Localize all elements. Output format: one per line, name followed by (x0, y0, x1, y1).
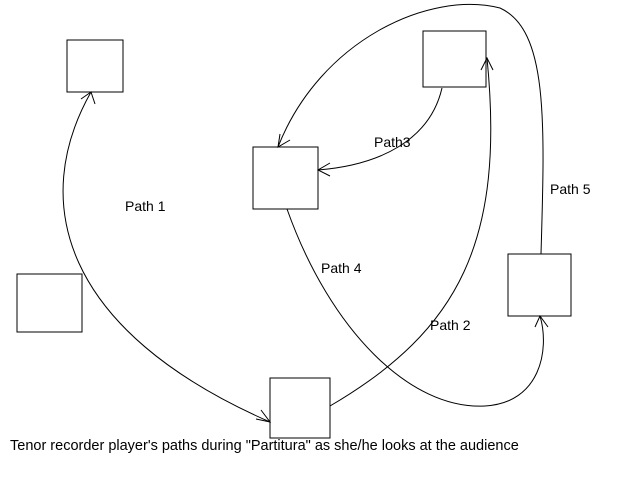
path-1-start-arrowhead (80, 91, 96, 105)
position-box-left (16, 273, 83, 333)
position-box-top-left (66, 39, 124, 93)
path-2-line (329, 57, 492, 407)
diagram-caption: Tenor recorder player's paths during "Pa… (10, 438, 519, 454)
path-5-label: Path 5 (550, 181, 591, 197)
path-2-arrowhead (480, 56, 494, 71)
path-1-line (62, 91, 271, 423)
path-3-arrowhead (316, 162, 331, 177)
position-box-center (252, 146, 319, 210)
path-5-arrowhead (277, 133, 291, 148)
path-4-label: Path 4 (321, 260, 362, 276)
position-box-bottom (269, 377, 331, 439)
path-4-arrowhead (534, 315, 549, 328)
path-3-label: Path3 (374, 134, 411, 150)
path-2-label: Path 2 (430, 317, 471, 333)
path-4-line (286, 208, 544, 407)
path-1-end-arrowhead (255, 409, 272, 423)
position-box-right (507, 253, 572, 317)
path-1-label: Path 1 (125, 198, 166, 214)
path-3-line (317, 87, 443, 171)
position-box-top-right (422, 30, 487, 88)
path-5-line (277, 4, 544, 255)
